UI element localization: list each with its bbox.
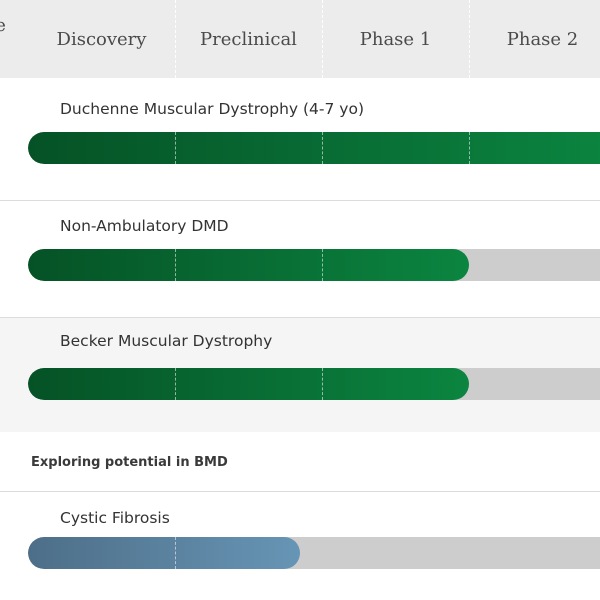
row-label: Cystic Fibrosis <box>60 509 170 527</box>
header-phase-2: Phase 2 <box>506 28 579 50</box>
row-divider <box>0 491 600 492</box>
pipeline-row-cystic-fibrosis: Cystic Fibrosis <box>0 492 600 600</box>
stage-divider <box>175 132 176 164</box>
pipeline-row-dmd: Duchenne Muscular Dystrophy (4-7 yo) <box>0 78 600 200</box>
row-label: Becker Muscular Dystrophy <box>60 332 273 350</box>
progress-fill <box>28 537 300 569</box>
stage-divider <box>175 537 176 569</box>
header-discovery: Discovery <box>56 28 147 50</box>
progress-track <box>28 132 600 164</box>
progress-fill <box>28 249 469 281</box>
header-divider <box>469 0 470 78</box>
header-preclinical: Preclinical <box>200 28 297 50</box>
header-phase-1: Phase 1 <box>359 28 432 50</box>
progress-fill <box>28 132 600 164</box>
header-divider <box>175 0 176 78</box>
progress-track <box>28 249 600 281</box>
stage-divider <box>322 132 323 164</box>
pipeline-header: te Discovery Preclinical Phase 1 Phase 2 <box>0 0 600 78</box>
header-cut-label: te <box>0 14 6 36</box>
exploring-note: Exploring potential in BMD <box>31 455 228 470</box>
progress-track <box>28 368 600 400</box>
row-divider <box>0 317 600 318</box>
pipeline-row-becker: Becker Muscular Dystrophy <box>0 318 600 432</box>
row-divider <box>0 200 600 201</box>
stage-divider <box>322 249 323 281</box>
stage-divider <box>175 249 176 281</box>
progress-track <box>28 537 600 569</box>
row-label: Duchenne Muscular Dystrophy (4-7 yo) <box>60 100 365 118</box>
stage-divider <box>175 368 176 400</box>
stage-divider <box>322 368 323 400</box>
progress-fill <box>28 368 469 400</box>
stage-divider <box>469 132 470 164</box>
row-label: Non-Ambulatory DMD <box>60 217 229 235</box>
header-divider <box>322 0 323 78</box>
pipeline-row-non-ambulatory: Non-Ambulatory DMD <box>0 201 600 317</box>
